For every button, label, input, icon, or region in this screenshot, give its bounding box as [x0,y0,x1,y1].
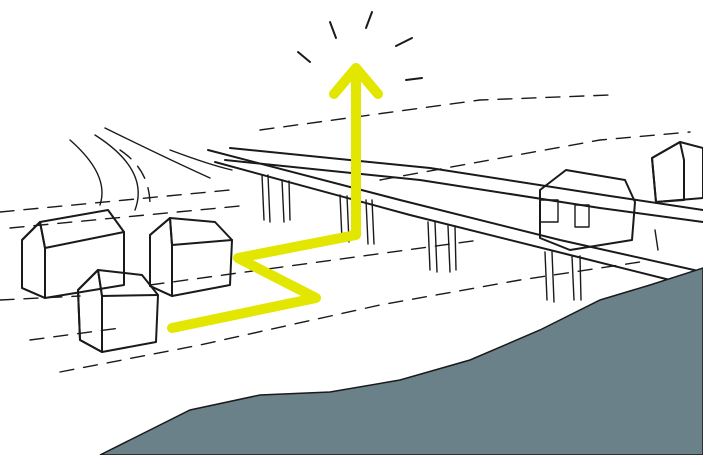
road-curves [69,127,233,211]
ground-lines [0,94,691,373]
house-middle [149,217,233,297]
house-far-right [651,141,703,203]
house-right [539,169,636,251]
zigzag-arrow-up-icon [167,63,383,333]
overpass-bridge [207,147,703,286]
river [99,267,703,455]
house-left [21,209,125,299]
bridge-piers [261,174,659,303]
sparkle-burst-icon [297,11,423,81]
house-front [77,269,159,353]
